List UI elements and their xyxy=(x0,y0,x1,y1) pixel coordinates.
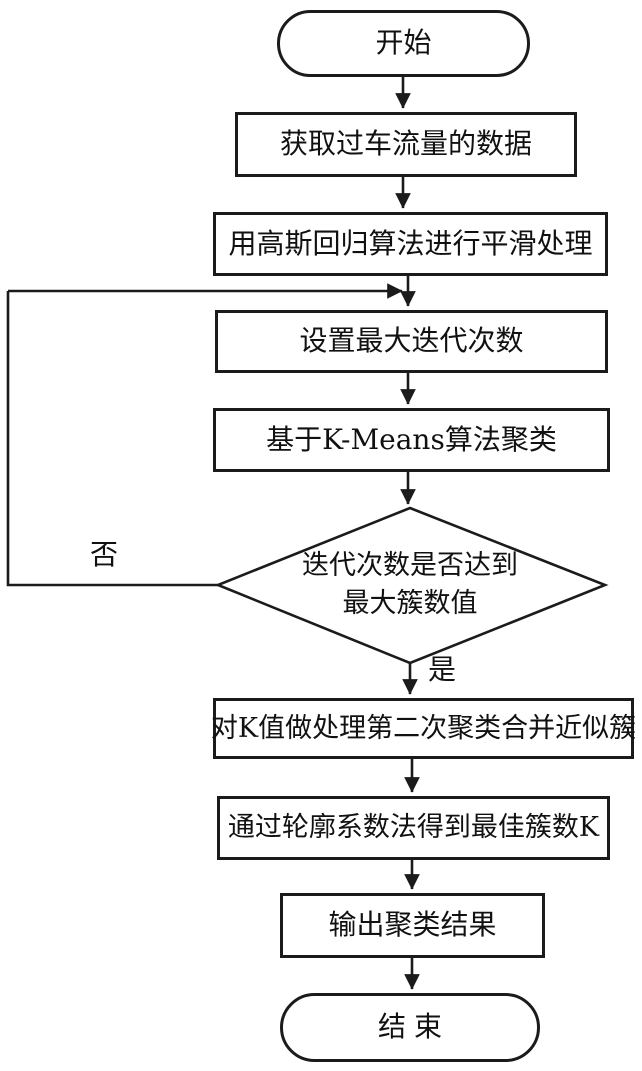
node-silhouette-best-k: 通过轮廓系数法得到最佳簇数K xyxy=(217,796,610,860)
node-step5-label: 对K值做处理第二次聚类合并近似簇 xyxy=(210,712,637,744)
node-step6-label: 通过轮廓系数法得到最佳簇数K xyxy=(227,812,600,844)
node-second-clustering-merge: 对K值做处理第二次聚类合并近似簇 xyxy=(210,698,637,759)
node-output-results: 输出聚类结果 xyxy=(280,893,545,958)
node-kmeans-clustering: 基于K-Means算法聚类 xyxy=(213,408,610,472)
node-step1-label: 获取过车流量的数据 xyxy=(279,127,532,161)
node-set-max-iterations: 设置最大迭代次数 xyxy=(215,310,608,373)
node-start-label: 开始 xyxy=(375,26,432,60)
node-start: 开始 xyxy=(277,10,530,77)
loop-no-line xyxy=(6,291,218,587)
node-step4-label: 基于K-Means算法聚类 xyxy=(266,422,557,456)
node-step2-label: 用高斯回归算法进行平滑处理 xyxy=(228,226,593,260)
edge-label-yes: 是 xyxy=(428,653,457,686)
node-gaussian-smoothing: 用高斯回归算法进行平滑处理 xyxy=(213,212,608,276)
node-end-label: 结束 xyxy=(377,1010,450,1044)
node-acquire-traffic-data: 获取过车流量的数据 xyxy=(235,112,577,177)
node-decision-max-clusters: 迭代次数是否达到 最大簇数值 xyxy=(245,544,575,626)
node-step3-label: 设置最大迭代次数 xyxy=(299,324,524,358)
decision-label-line2: 最大簇数值 xyxy=(342,588,478,619)
node-step7-label: 输出聚类结果 xyxy=(328,908,497,942)
edge-label-no: 否 xyxy=(90,538,119,571)
decision-label-line1: 迭代次数是否达到 xyxy=(302,550,518,581)
node-end: 结束 xyxy=(280,993,540,1062)
